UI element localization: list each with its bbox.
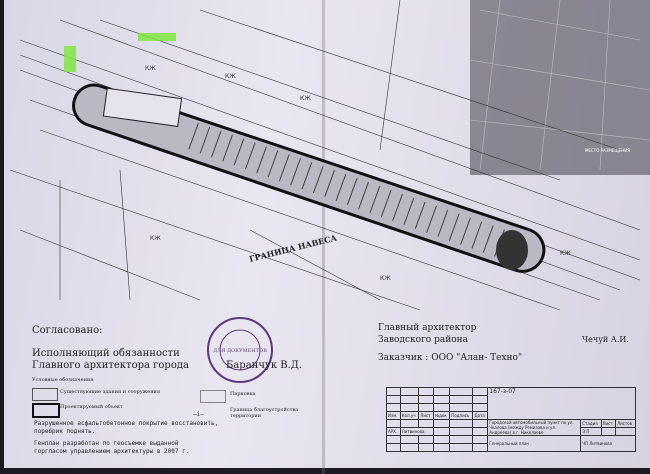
header-date: Дата	[472, 411, 489, 420]
city-inset-map	[470, 0, 650, 175]
highlight-mark	[64, 46, 76, 72]
organization: ЧП Литвинова	[580, 435, 636, 452]
sheet-title: Генеральный план	[487, 435, 582, 452]
legend-swatch-existing	[32, 388, 58, 401]
boundary-label: ГРАНИЦА НАВЕСА	[248, 232, 338, 264]
district-line-1: Главный архитектор	[378, 323, 477, 333]
approval-signatory: Баранчук В.Д.	[226, 360, 303, 371]
header-sign: Подпись	[449, 411, 474, 420]
drawing-code: 167-з-07	[487, 387, 636, 420]
paper-fold	[322, 0, 325, 474]
inset-label: МЕСТО РАЗМЕЩЕНИЯ	[585, 148, 630, 153]
legend-swatch-parking	[200, 390, 226, 403]
legend-boundary-symbol: —i—	[193, 411, 204, 418]
legend-boundary: Граница благоустройства территории	[230, 407, 299, 419]
note-2b: горгласом управлением архитектуры в 2007…	[34, 448, 190, 455]
building-label: КЖ	[225, 73, 236, 80]
stamp-text: ДЛЯ ДОКУМЕНТОВ	[213, 348, 267, 354]
approval-stamp	[207, 317, 273, 383]
project-name: Городской автомобильный пункт по ул. Чка…	[487, 419, 582, 436]
author: Литвинова	[399, 427, 434, 436]
note-1b: поребрик поднять.	[34, 428, 96, 435]
note-2: Генплан разработан по геосъемке выданной	[34, 440, 179, 447]
sheet-header: Лист	[600, 419, 617, 428]
district-signatory: Чечуй А.И.	[582, 335, 629, 344]
building-label: КЖ	[150, 235, 161, 242]
note-1: Разрушенное асфальтобетонное покрытие во…	[34, 420, 219, 427]
legend-projected: Проектируемый объект	[60, 404, 123, 410]
customer: Заказчик : ООО "Алан- Техно"	[378, 353, 523, 363]
role: АРХ.	[386, 427, 401, 436]
title-block: 167-з-07 Изм. Кол.уч Лист №док Подпись Д…	[386, 387, 636, 452]
header-list: Лист	[418, 411, 434, 420]
building-label: КЖ	[300, 95, 311, 102]
approval-line-2: Главного архитектора города	[32, 360, 189, 371]
stage-value: Э.П	[580, 427, 602, 436]
legend-swatch-projected	[32, 403, 60, 418]
building-label: КЖ	[145, 65, 156, 72]
approval-line-1: Исполняющий обязанности	[32, 348, 180, 359]
building-label: КЖ	[560, 250, 571, 257]
legend-title: Условные обозначения	[32, 377, 94, 383]
district-line-2: Заводского района	[378, 335, 468, 345]
legend-existing: Существующие здания и сооружения	[60, 389, 161, 395]
sheets-header: Листов	[615, 419, 636, 428]
stage-header: Стадия	[580, 419, 602, 428]
header-doc: №док	[432, 411, 451, 420]
building-label: КЖ	[380, 275, 391, 282]
approval-heading: Согласовано:	[32, 325, 103, 336]
highlight-mark	[138, 33, 176, 41]
header-kol: Кол.уч	[399, 411, 420, 420]
header-izm: Изм.	[386, 411, 401, 420]
legend-parking: Парковка	[230, 391, 256, 397]
